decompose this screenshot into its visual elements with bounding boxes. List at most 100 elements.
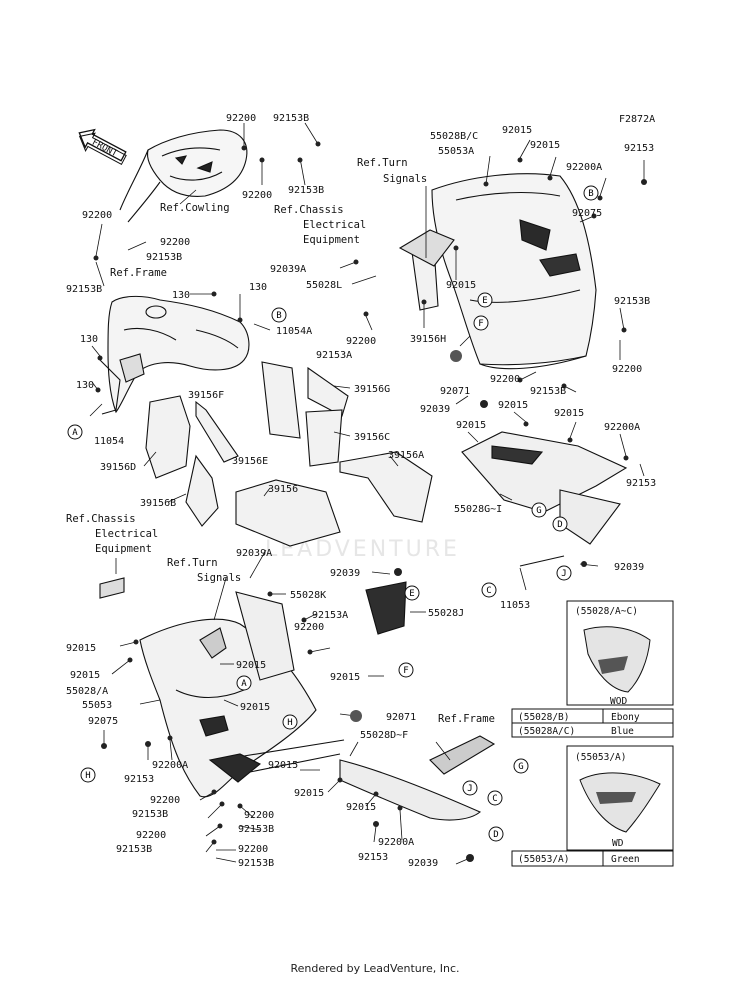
part-label: 92039 xyxy=(614,562,644,573)
front-arrow-icon: FRONT xyxy=(78,128,127,165)
inset-color-option-top: (55028/A~C) WOD (55028/B) Ebony (55028A/… xyxy=(511,600,674,738)
svg-text:D: D xyxy=(557,520,562,530)
part-label: 92153B xyxy=(238,858,274,869)
callout-circle: B xyxy=(583,185,599,201)
part-label: 92153B xyxy=(530,386,566,397)
part-label: 130 xyxy=(172,290,190,301)
part-label: 55028G~I xyxy=(454,504,502,515)
ref-frame-bottom: Ref.Frame xyxy=(438,713,495,725)
part-label: 92071 xyxy=(386,712,416,723)
part-label: 92153A xyxy=(316,350,352,361)
ref-turn-top-2: Signals xyxy=(383,173,427,185)
part-label: 92153B xyxy=(132,809,168,820)
part-label: 92015 xyxy=(456,420,486,431)
part-label: 92153 xyxy=(358,852,388,863)
callout-circle: G xyxy=(531,502,547,518)
inset-top-row-color: Blue xyxy=(611,726,634,737)
part-label: 92015 xyxy=(70,670,100,681)
part-label: 11054A xyxy=(276,326,312,337)
part-label: 55028/A xyxy=(66,686,108,697)
part-label: 92153B xyxy=(116,844,152,855)
callout-circle: F xyxy=(398,662,414,678)
svg-text:G: G xyxy=(536,506,541,516)
part-label: 92015 xyxy=(236,660,266,671)
part-label: 130 xyxy=(249,282,267,293)
part-label: 92015 xyxy=(530,140,560,151)
part-label: 92075 xyxy=(88,716,118,727)
part-label: 39156E xyxy=(232,456,268,467)
svg-text:E: E xyxy=(409,589,414,599)
part-label: 92015 xyxy=(330,672,360,683)
inset-top-row-color: Ebony xyxy=(611,712,640,723)
part-label: 55028B/C xyxy=(430,131,478,142)
part-label: 92015 xyxy=(446,280,476,291)
part-label: 55028L xyxy=(306,280,342,291)
ref-chassis-top-2: Electrical xyxy=(303,219,366,231)
svg-text:G: G xyxy=(518,762,523,772)
leader-lines xyxy=(89,122,645,865)
part-label: 92200A xyxy=(604,422,640,433)
part-labels: 92200 92153B 92200 92153B 92200 92200 92… xyxy=(66,113,656,869)
part-label: 39156A xyxy=(388,450,424,461)
callouts: A B B E F G D J C E F A H H G J C D xyxy=(67,185,599,842)
svg-text:H: H xyxy=(85,771,90,781)
part-label: 92153B xyxy=(614,296,650,307)
ref-chassis-left-2: Electrical xyxy=(95,528,158,540)
part-label: 92039A xyxy=(270,264,306,275)
part-label: 92153 xyxy=(124,774,154,785)
svg-text:J: J xyxy=(467,784,472,794)
part-label: 92200 xyxy=(136,830,166,841)
part-label: 92015 xyxy=(502,125,532,136)
callout-circle: A xyxy=(236,675,252,691)
part-label: 92075 xyxy=(572,208,602,219)
part-label: 92015 xyxy=(498,400,528,411)
part-label: 92200 xyxy=(82,210,112,221)
part-label: 92200 xyxy=(150,795,180,806)
part-label: 92153A xyxy=(312,610,348,621)
part-label: 39156G xyxy=(354,384,390,395)
callout-circle: C xyxy=(487,790,503,806)
callout-circle: D xyxy=(552,516,568,532)
ref-cowling: Ref.Cowling xyxy=(160,202,230,214)
part-label: 92200 xyxy=(490,374,520,385)
part-label: 92039A xyxy=(236,548,272,559)
callout-circle: D xyxy=(488,826,504,842)
part-label: 92200A xyxy=(566,162,602,173)
ref-chassis-left-3: Equipment xyxy=(95,543,152,555)
part-label: 92015 xyxy=(66,643,96,654)
svg-text:C: C xyxy=(492,794,497,804)
inset-top-title: (55028/A~C) xyxy=(575,606,638,617)
inset-bottom-caption: WD xyxy=(612,838,624,849)
part-label: 92153 xyxy=(626,478,656,489)
part-label: 55053 xyxy=(82,700,112,711)
inset-top-caption: WOD xyxy=(610,696,627,707)
callout-circle: H xyxy=(80,767,96,783)
part-label: 92015 xyxy=(268,760,298,771)
frame-drawing xyxy=(99,295,250,415)
part-label: 11054 xyxy=(94,436,124,447)
part-label: 92200 xyxy=(242,190,272,201)
ref-chassis-top-1: Ref.Chassis xyxy=(274,204,344,216)
ref-turn-top-1: Ref.Turn xyxy=(357,157,408,169)
svg-text:F: F xyxy=(403,666,408,676)
part-label: 11053 xyxy=(500,600,530,611)
part-label: 55028J xyxy=(428,608,464,619)
part-label: 92200A xyxy=(152,760,188,771)
part-label: 39156 xyxy=(268,484,298,495)
callout-circle: E xyxy=(477,292,493,308)
part-label: 92039 xyxy=(408,858,438,869)
part-label: 92071 xyxy=(440,386,470,397)
inset-bottom-row-part: (55053/A) xyxy=(518,854,569,865)
part-label: 92153B xyxy=(288,185,324,196)
upper-fairing-drawing xyxy=(398,173,597,370)
ref-frame-top: Ref.Frame xyxy=(110,267,167,279)
ref-turn-left-2: Signals xyxy=(197,572,241,584)
inset-color-option-bottom: (55053/A) WD (55053/A) Green xyxy=(511,745,674,867)
part-label: 92153 xyxy=(624,143,654,154)
part-label: 55028D~F xyxy=(360,730,408,741)
ref-chassis-left-1: Ref.Chassis xyxy=(66,513,136,525)
part-label: 92200 xyxy=(294,622,324,633)
part-label: 92200 xyxy=(612,364,642,375)
part-label: 92015 xyxy=(346,802,376,813)
callout-circle: B xyxy=(271,307,287,323)
